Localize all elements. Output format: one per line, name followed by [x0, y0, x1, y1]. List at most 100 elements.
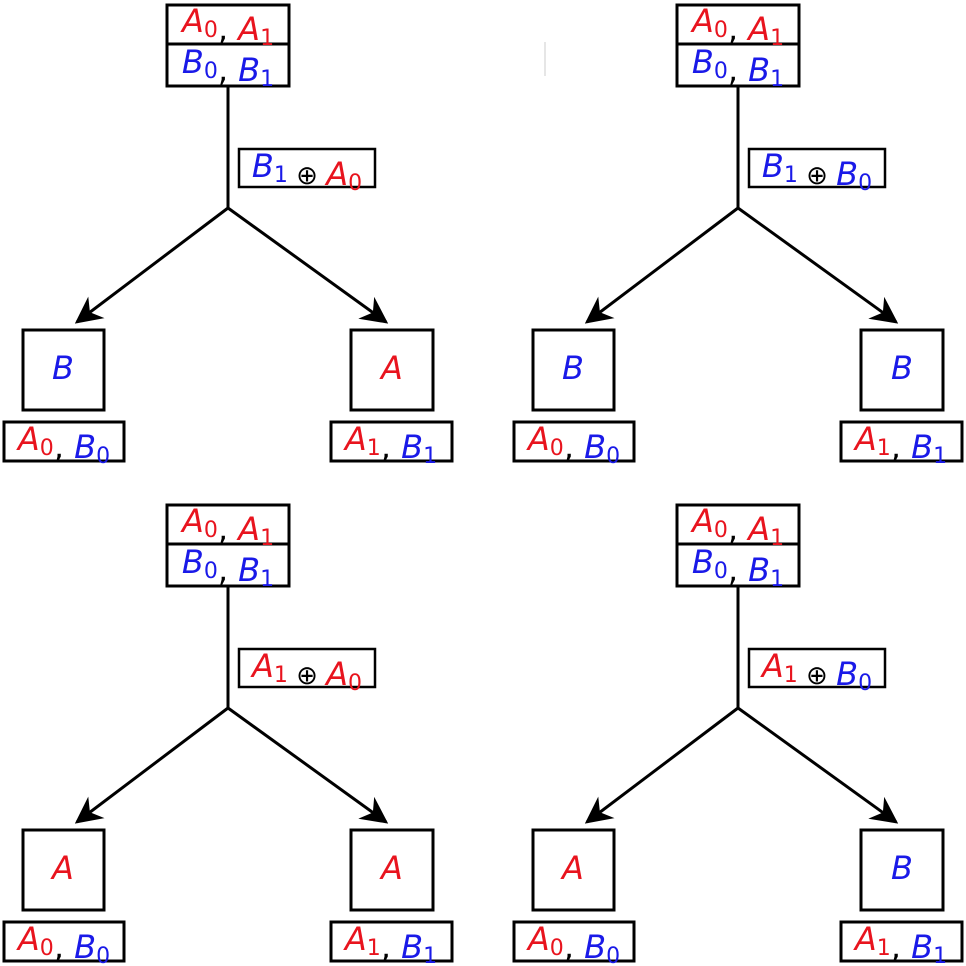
variable-a-0: A: [180, 2, 204, 40]
left-leaf-pair-label: A0, B0: [16, 420, 110, 469]
variable-a-0: A: [526, 920, 550, 958]
xor-operator: ⊕: [798, 661, 836, 691]
right-leaf-label: B: [891, 849, 913, 887]
variable-b-1: B: [238, 51, 260, 89]
comma: ,: [218, 551, 238, 589]
root-bottom-box: [675, 42, 801, 88]
comma: ,: [891, 928, 911, 966]
variable-b-1: B: [762, 147, 784, 185]
subscript: 0: [204, 59, 218, 84]
subscript: 1: [784, 163, 798, 188]
variable-b-1: B: [401, 928, 423, 966]
left-branch-arrow: [584, 706, 739, 824]
comma: ,: [218, 10, 238, 48]
left-leaf-label: B: [52, 349, 74, 387]
variable-a-0: A: [16, 920, 40, 958]
comma: ,: [728, 51, 748, 89]
subscript: 1: [933, 944, 947, 966]
variable-a-1: A: [853, 920, 877, 958]
subscript: 0: [204, 518, 218, 543]
subscript: 0: [714, 59, 728, 84]
variable-b-1: B: [911, 928, 933, 966]
variable-b-1: B: [252, 147, 274, 185]
right-leaf-box: [859, 328, 945, 412]
variable-b-1: B: [748, 551, 770, 589]
variable-a-1: A: [760, 647, 784, 685]
variable-b-0: B: [836, 155, 858, 193]
variable-b-0: B: [182, 43, 204, 81]
subscript: 1: [770, 67, 784, 92]
left-leaf-box: [531, 828, 616, 912]
variable-a-0: A: [180, 502, 204, 540]
subscript: 1: [784, 663, 798, 688]
root-top-label: A0, A1: [180, 502, 274, 551]
right-leaf-label: B: [891, 349, 913, 387]
subscript: 1: [770, 26, 784, 51]
variable-b-0: B: [584, 928, 606, 966]
left-leaf-label: A: [560, 849, 584, 887]
subscript: 1: [770, 526, 784, 551]
right-leaf-pair-box: [329, 920, 454, 963]
subscript: 0: [204, 559, 218, 584]
subscript: 0: [714, 559, 728, 584]
subscript: 1: [770, 567, 784, 592]
right-leaf-pair-label: A1, B1: [853, 920, 947, 966]
root-top-box: [165, 503, 291, 546]
root-top-label: A0, A1: [690, 502, 784, 551]
variable-b-1: B: [748, 51, 770, 89]
variable-a-1: A: [250, 647, 274, 685]
subscript: 0: [606, 444, 620, 469]
right-leaf-label: A: [379, 349, 403, 387]
subscript: 0: [858, 671, 872, 696]
variable-a-0: A: [690, 502, 714, 540]
right-leaf-pair-box: [839, 920, 964, 963]
subscript: 1: [933, 444, 947, 469]
left-leaf-label: A: [50, 849, 74, 887]
xor-operator: ⊕: [288, 661, 326, 691]
variable-a-1: A: [746, 10, 770, 48]
left-leaf-pair-box: [2, 920, 126, 963]
subscript: 1: [367, 936, 381, 961]
variable-a-0: A: [324, 155, 348, 193]
edge-label: A1 ⊕ A0: [250, 647, 362, 696]
subscript: 1: [274, 163, 288, 188]
root-bottom-box: [165, 42, 291, 88]
left-leaf-box: [531, 328, 616, 412]
variable-b-0: B: [584, 428, 606, 466]
comma: ,: [564, 928, 584, 966]
subscript: 0: [96, 444, 110, 469]
subscript: 0: [204, 18, 218, 43]
variable-a-0: A: [690, 2, 714, 40]
variable-a-1: A: [236, 510, 260, 548]
comma: ,: [54, 928, 74, 966]
variable-a-0: A: [324, 655, 348, 693]
right-leaf-box: [349, 328, 435, 412]
left-branch-arrow: [74, 206, 229, 324]
comma: ,: [54, 428, 74, 466]
variable-b-0: B: [836, 655, 858, 693]
edge-label-box: [237, 647, 377, 689]
left-branch-arrow: [584, 206, 739, 324]
variable-b-0: B: [74, 428, 96, 466]
right-branch-arrow: [737, 706, 899, 824]
edge-label-box: [747, 147, 887, 189]
comma: ,: [381, 428, 401, 466]
subscript: 0: [714, 518, 728, 543]
variable-b-0: B: [182, 543, 204, 581]
subscript: 1: [260, 526, 274, 551]
subscript: 0: [606, 944, 620, 966]
subscript: 1: [423, 444, 437, 469]
right-leaf-pair-label: A1, B1: [343, 420, 437, 469]
variable-a-1: A: [236, 10, 260, 48]
right-branch-arrow: [737, 206, 899, 324]
left-leaf-label: B: [562, 349, 584, 387]
right-branch-arrow: [227, 706, 389, 824]
comma: ,: [728, 551, 748, 589]
variable-b-0: B: [692, 543, 714, 581]
subscript: 1: [877, 936, 891, 961]
right-leaf-box: [859, 828, 945, 912]
